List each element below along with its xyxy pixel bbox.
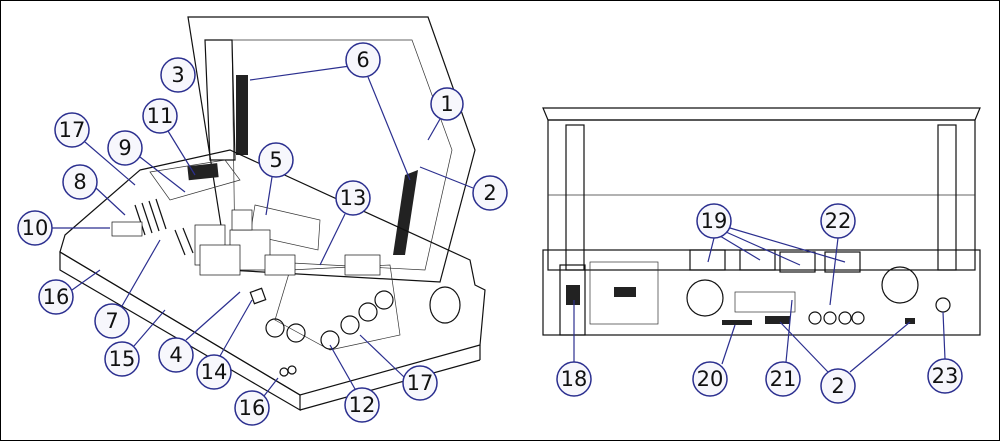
callout-2-rear: 2 (820, 368, 856, 404)
svg-text:9: 9 (118, 136, 131, 160)
callout-4: 4 (158, 337, 194, 373)
svg-text:3: 3 (171, 63, 184, 87)
svg-text:16: 16 (239, 396, 266, 420)
encoder-wheels (249, 287, 394, 350)
faders (134, 198, 194, 256)
svg-text:19: 19 (701, 209, 728, 233)
front-view-console (59, 16, 486, 412)
callout-14: 14 (196, 354, 232, 390)
svg-text:20: 20 (697, 367, 724, 391)
svg-text:18: 18 (561, 367, 588, 391)
svg-text:17: 17 (407, 371, 434, 395)
svg-text:10: 10 (22, 216, 49, 240)
svg-text:2: 2 (483, 181, 496, 205)
svg-text:23: 23 (932, 364, 959, 388)
callout-8: 8 (62, 164, 98, 200)
callout-21: 21 (765, 361, 801, 397)
callout-3: 3 (160, 57, 196, 93)
callout-12: 12 (344, 387, 380, 423)
callout-19: 19 (696, 203, 732, 239)
svg-text:4: 4 (169, 343, 182, 367)
svg-text:1: 1 (440, 92, 453, 116)
callout-17-left: 17 (54, 112, 90, 148)
fan-left (686, 279, 724, 317)
callout-13: 13 (335, 180, 371, 216)
power-switch (566, 285, 580, 305)
svg-text:15: 15 (109, 347, 136, 371)
svg-text:13: 13 (340, 186, 367, 210)
callout-9: 9 (107, 130, 143, 166)
display-small (149, 159, 241, 201)
callout-20: 20 (692, 361, 728, 397)
svg-text:16: 16 (43, 285, 70, 309)
callout-16-bottom: 16 (234, 390, 270, 426)
touch-panel (274, 264, 401, 351)
callout-11: 11 (142, 98, 178, 134)
callout-2: 2 (472, 175, 508, 211)
svg-text:11: 11 (147, 104, 174, 128)
callout-6: 6 (345, 42, 381, 78)
callout-10: 10 (17, 210, 53, 246)
svg-text:17: 17 (59, 118, 86, 142)
svg-text:5: 5 (269, 148, 282, 172)
vent-left (589, 261, 659, 325)
key-blocks (111, 209, 381, 276)
callout-15: 15 (104, 341, 140, 377)
svg-text:2: 2 (831, 374, 844, 398)
callout-17-right: 17 (402, 365, 438, 401)
encoder-strip-left (236, 75, 248, 155)
callout-18: 18 (556, 361, 592, 397)
callout-16-left: 16 (38, 279, 74, 315)
callout-22: 22 (820, 203, 856, 239)
svg-text:8: 8 (73, 170, 86, 194)
callout-1: 1 (430, 87, 464, 121)
svg-text:22: 22 (825, 209, 852, 233)
fan-right (881, 266, 919, 304)
callout-7: 7 (94, 303, 130, 339)
dmx-connectors (808, 311, 865, 325)
rear-view-console (542, 107, 981, 336)
svg-text:6: 6 (356, 48, 369, 72)
leader-lines (52, 65, 946, 397)
power-connector (935, 297, 951, 313)
screen-bezel-left (204, 39, 236, 161)
svg-text:21: 21 (770, 367, 797, 391)
svg-text:12: 12 (349, 393, 376, 417)
svg-text:14: 14 (201, 360, 228, 384)
callout-5: 5 (258, 142, 294, 178)
encoder-strip-right (393, 170, 418, 255)
svg-text:7: 7 (105, 309, 118, 333)
callout-23: 23 (927, 358, 963, 394)
